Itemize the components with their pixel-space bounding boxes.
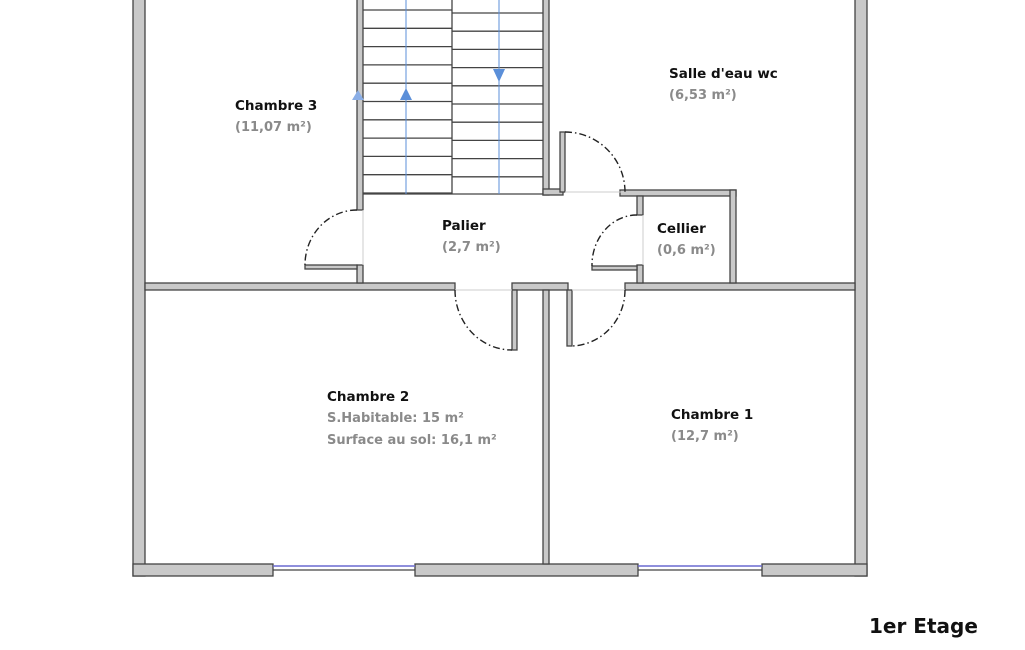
stair-up-arrow-icon: [352, 90, 364, 100]
room-floor-area: Surface au sol: 16,1 m²: [327, 433, 497, 448]
room-salle-eau: Salle d'eau wc (6,53 m²): [669, 63, 778, 107]
room-chambre-2: Chambre 2 S.Habitable: 15 m² Surface au …: [327, 386, 497, 452]
room-area: (0,6 m²): [657, 243, 716, 258]
door-thresholds: [362, 191, 644, 291]
room-name: Chambre 2: [327, 389, 410, 405]
walls: [132, 0, 868, 577]
room-name: Palier: [442, 218, 486, 234]
room-area: (2,7 m²): [442, 240, 501, 255]
room-habitable-area: S.Habitable: 15 m²: [327, 411, 464, 426]
room-chambre-1: Chambre 1 (12,7 m²): [671, 404, 753, 448]
room-name: Salle d'eau wc: [669, 66, 778, 82]
room-area: (11,07 m²): [235, 120, 312, 135]
windows: [273, 565, 762, 571]
room-name: Cellier: [657, 221, 706, 237]
room-cellier: Cellier (0,6 m²): [657, 218, 716, 262]
stair-up-arrow-icon: [400, 88, 412, 100]
room-area: (12,7 m²): [671, 429, 739, 444]
room-chambre-3: Chambre 3 (11,07 m²): [235, 95, 317, 139]
stair-down-arrow-icon: [493, 69, 505, 82]
room-name: Chambre 3: [235, 98, 318, 114]
staircase: [352, 0, 543, 195]
room-palier: Palier (2,7 m²): [442, 215, 501, 259]
floor-title: 1er Etage: [869, 614, 978, 638]
room-name: Chambre 1: [671, 407, 754, 423]
room-area: (6,53 m²): [669, 88, 737, 103]
door-swings: [304, 131, 638, 351]
